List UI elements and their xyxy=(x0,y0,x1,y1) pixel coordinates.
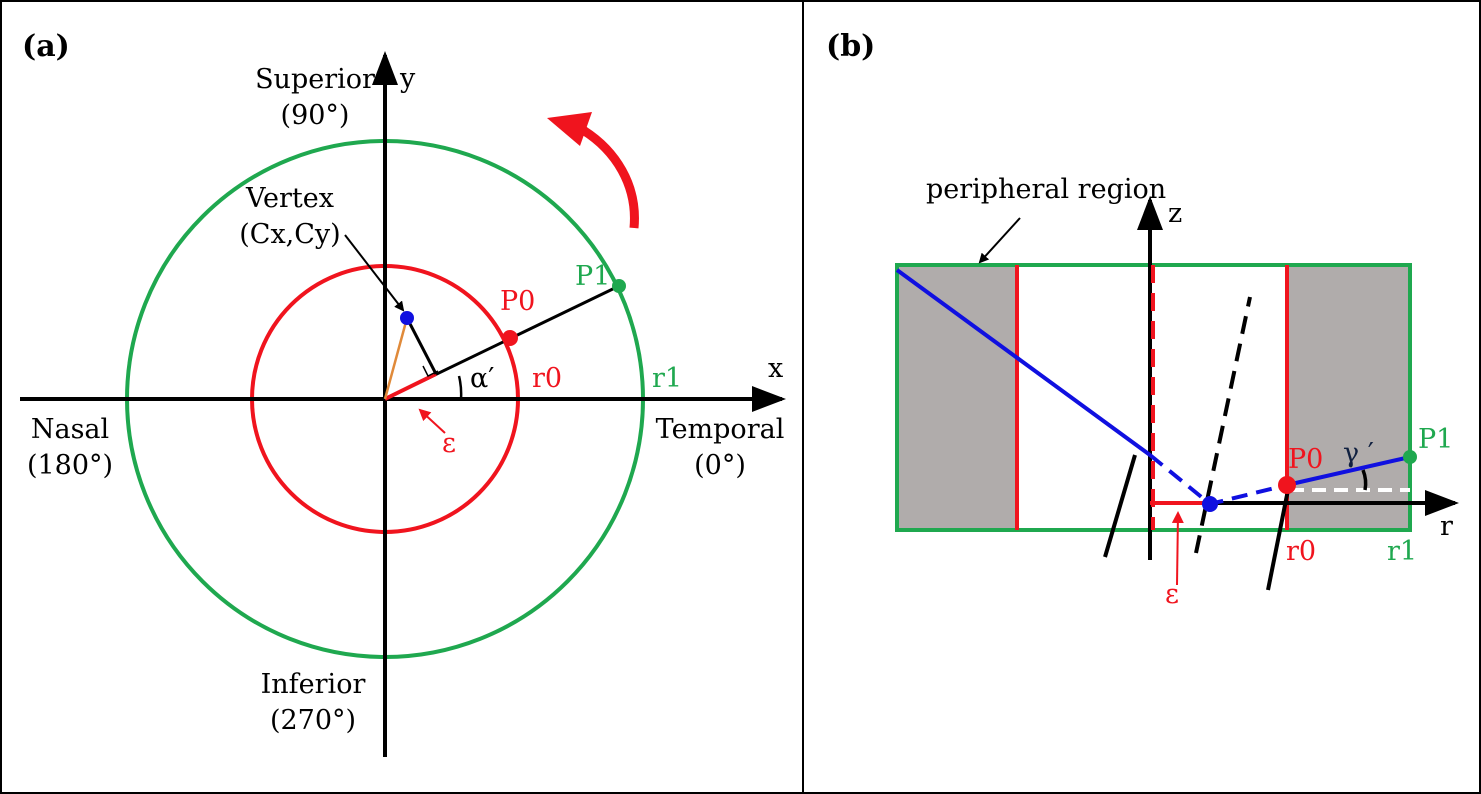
panel-b-label: (b) xyxy=(826,29,875,64)
tick-line-left xyxy=(1103,454,1137,558)
peripheral-region-right xyxy=(1287,265,1410,530)
p0-label: P0 xyxy=(500,286,535,317)
y-axis-label: y xyxy=(399,63,416,94)
epsilon-pointer-arrow xyxy=(1171,511,1184,586)
superior-degree: (90°) xyxy=(281,100,350,131)
peripheral-region-label: peripheral region xyxy=(926,174,1166,205)
vertex-pointer-arrow xyxy=(344,234,405,312)
peripheral-pointer-arrow xyxy=(978,217,1021,264)
vertex-coords: (Cx,Cy) xyxy=(239,219,340,250)
p0-label: P0 xyxy=(1288,444,1323,475)
alpha-arc xyxy=(457,375,463,400)
epsilon-label: ε xyxy=(1165,579,1179,610)
p0-point xyxy=(502,330,518,346)
r1-label: r1 xyxy=(652,363,682,394)
p1-label: P1 xyxy=(1418,424,1453,455)
vertex-point xyxy=(400,311,414,325)
p1-label: P1 xyxy=(575,261,610,292)
peripheral-region-left xyxy=(897,265,1017,530)
tick-line-right xyxy=(1266,489,1290,591)
vertex-label: Vertex xyxy=(245,183,334,214)
r0-label: r0 xyxy=(1286,536,1316,567)
panel-a-label: (a) xyxy=(22,29,70,64)
vertex-point xyxy=(1202,496,1218,512)
temporal-label: Temporal xyxy=(656,414,785,445)
r1-label: r1 xyxy=(1387,536,1417,567)
gamma-label: γ ′ xyxy=(1343,438,1374,469)
profile-line-right xyxy=(1286,455,1411,487)
right-angle-mark xyxy=(422,365,439,378)
x-axis-label: x xyxy=(768,353,783,384)
tilted-axis xyxy=(1194,296,1252,554)
epsilon-pointer-arrow xyxy=(418,408,446,434)
epsilon-segment xyxy=(384,372,437,401)
rotation-arrow xyxy=(580,126,639,229)
p0-point xyxy=(1278,476,1296,494)
epsilon-label: ε xyxy=(442,428,456,459)
panel-b: (b) peripheral region z r P0 P1 r0 r1 γ … xyxy=(826,29,1459,610)
vertex-offset-line xyxy=(383,317,409,400)
nasal-label: Nasal xyxy=(31,414,109,445)
gamma-arc xyxy=(1361,469,1368,491)
nasal-degree: (180°) xyxy=(27,450,113,481)
temporal-degree: (0°) xyxy=(694,450,746,481)
panel-a: (a) y x Superior (90°) Inferior (270°) N… xyxy=(20,29,786,757)
z-axis-label: z xyxy=(1168,198,1182,229)
inferior-degree: (270°) xyxy=(270,705,356,736)
superior-label: Superior xyxy=(255,64,375,95)
perpendicular-line xyxy=(405,317,438,375)
p1-point xyxy=(612,279,626,293)
r-axis-label: r xyxy=(1440,511,1453,542)
profile-line-left xyxy=(895,268,1152,457)
inferior-label: Inferior xyxy=(261,669,366,700)
p1-point xyxy=(1403,450,1417,464)
r0-label: r0 xyxy=(532,363,562,394)
alpha-label: α′ xyxy=(470,363,494,394)
profile-dashed xyxy=(1148,453,1288,507)
rotation-arrowhead-icon xyxy=(547,112,592,146)
